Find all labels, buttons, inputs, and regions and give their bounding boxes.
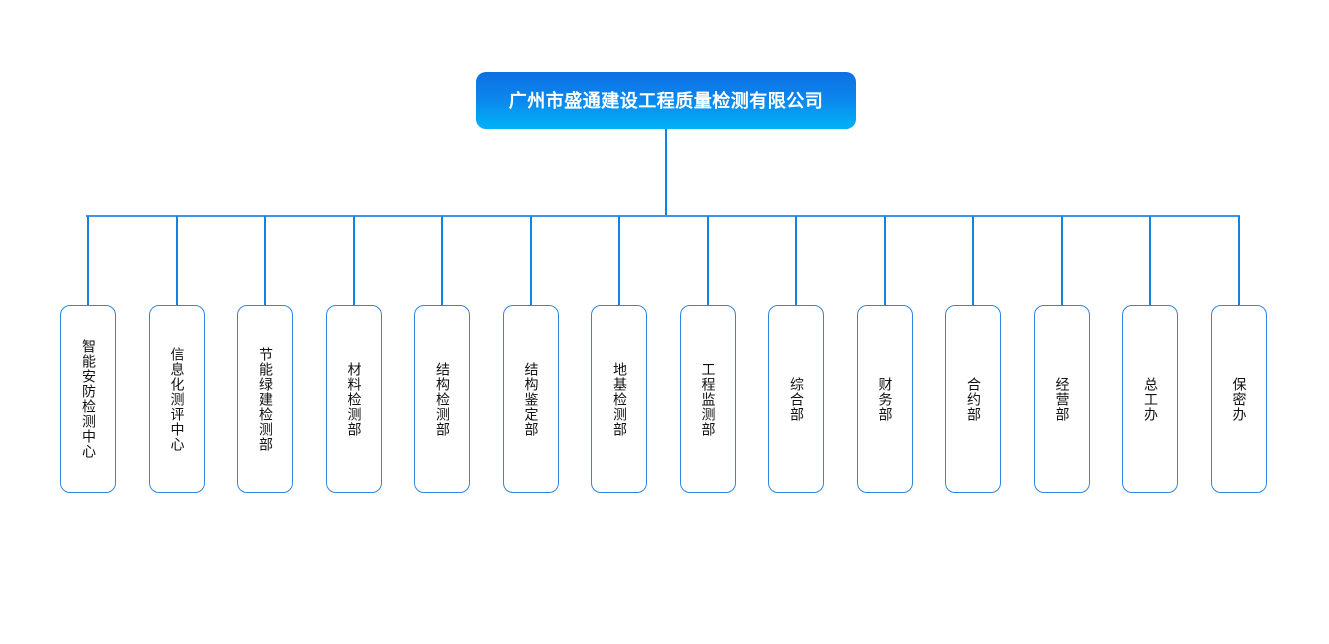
department-node[interactable]: 信息化测评中心 [148, 305, 205, 493]
connector-drop-7 [706, 216, 709, 305]
connector-drop-10 [972, 216, 974, 305]
connector-drop-3 [352, 216, 355, 305]
department-node-label: 节能绿建检测部 [257, 346, 274, 452]
department-node-label: 信息化测评中心 [169, 346, 186, 452]
department-node[interactable]: 保密办 [1210, 305, 1267, 493]
connector-drop-0 [87, 216, 89, 305]
department-node[interactable]: 结构检测部 [414, 305, 470, 493]
connector-drop-11 [1060, 216, 1063, 305]
connector-drop-8 [795, 216, 797, 305]
department-node[interactable]: 财务部 [856, 305, 913, 493]
connector-drop-13 [1237, 216, 1240, 305]
department-node-label: 保密办 [1231, 376, 1248, 422]
department-node-label: 合约部 [965, 376, 982, 422]
department-node[interactable]: 总工办 [1122, 305, 1178, 493]
department-node-label: 工程监测部 [700, 361, 717, 437]
department-node[interactable]: 经营部 [1033, 305, 1090, 493]
department-node[interactable]: 智能安防检测中心 [60, 305, 116, 493]
department-node[interactable]: 综合部 [768, 305, 824, 493]
connector-drop-5 [529, 216, 532, 305]
root-node-label: 广州市盛通建设工程质量检测有限公司 [508, 90, 824, 111]
department-node-label: 结构检测部 [434, 361, 451, 437]
department-node-label: 地基检测部 [611, 361, 628, 437]
department-node-label: 智能安防检测中心 [80, 339, 97, 459]
department-node-label: 材料检测部 [346, 361, 363, 437]
connector-drop-2 [264, 216, 266, 305]
department-node-label: 经营部 [1054, 376, 1071, 422]
department-node-label: 结构鉴定部 [523, 361, 540, 437]
department-node[interactable]: 工程监测部 [679, 305, 736, 493]
connector-drop-12 [1149, 216, 1151, 305]
connector-drop-9 [883, 216, 886, 305]
department-node[interactable]: 地基检测部 [591, 305, 647, 493]
department-node[interactable]: 结构鉴定部 [502, 305, 559, 493]
department-node[interactable]: 合约部 [945, 305, 1001, 493]
department-node[interactable]: 节能绿建检测部 [237, 305, 293, 493]
connector-trunk-vertical [665, 129, 667, 216]
connector-bus-horizontal [86, 215, 1240, 217]
connector-drop-1 [175, 216, 178, 305]
root-node-company[interactable]: 广州市盛通建设工程质量检测有限公司 [476, 72, 856, 129]
department-node-label: 财务部 [877, 376, 894, 422]
department-node-label: 总工办 [1142, 376, 1159, 422]
connector-drop-4 [441, 216, 443, 305]
department-node-label: 综合部 [788, 376, 805, 422]
department-node[interactable]: 材料检测部 [325, 305, 382, 493]
connector-drop-6 [618, 216, 620, 305]
